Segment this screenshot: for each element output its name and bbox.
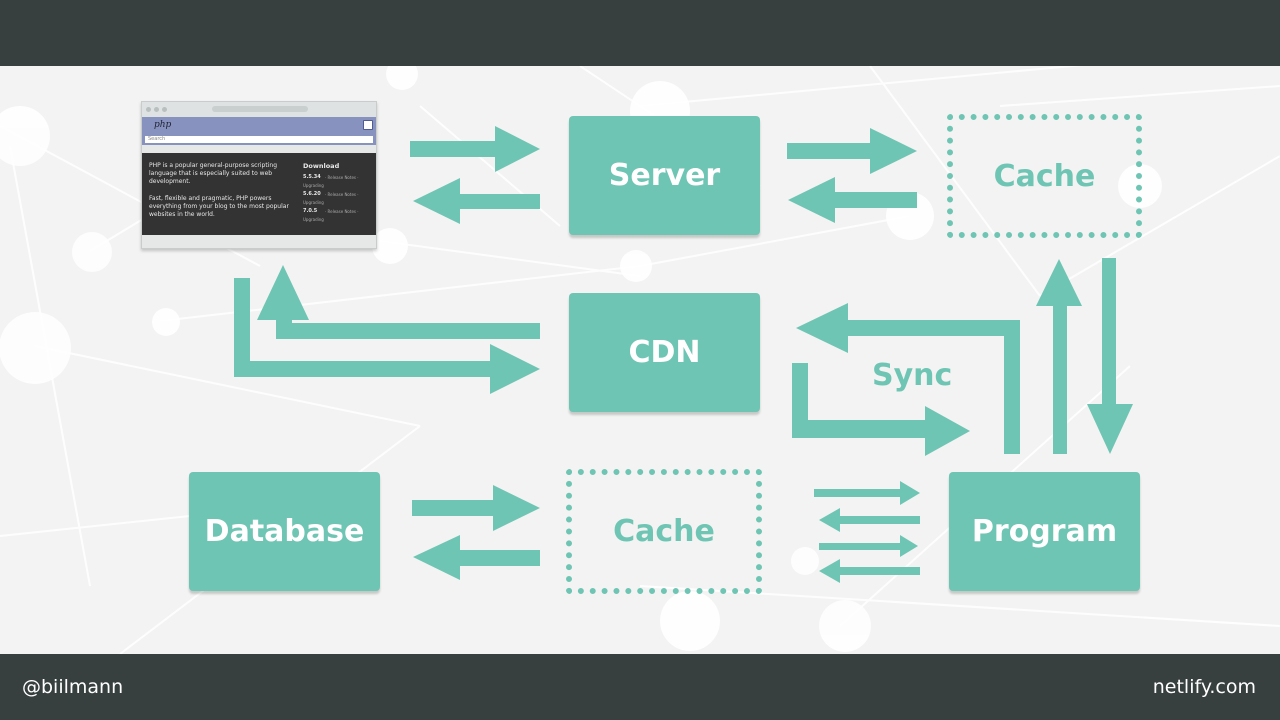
arrow-small-1	[814, 481, 920, 505]
database-node: Database	[189, 472, 380, 591]
top-bar	[0, 0, 1280, 66]
arrow-cache-to-database	[413, 535, 540, 580]
window-dot-icon	[154, 107, 159, 112]
bottom-bar	[0, 654, 1280, 720]
arrow-small-2	[819, 508, 920, 532]
arrow-small-4	[819, 559, 920, 583]
arrow-small-3	[819, 535, 918, 557]
browser-window-php-site: php Search PHP is a popular general-purp…	[141, 101, 377, 249]
upgrading-link: Upgrading	[303, 200, 324, 205]
diagram-stage: php Search PHP is a popular general-purp…	[0, 66, 1280, 654]
version-label: 7.0.5	[303, 208, 318, 214]
cache-node-top: Cache	[947, 114, 1142, 238]
program-node: Program	[949, 472, 1140, 591]
arrow-program-to-cache	[1036, 259, 1082, 454]
upgrading-link: Upgrading	[303, 217, 324, 222]
download-heading: Download	[303, 162, 340, 170]
site-url: netlify.com	[1152, 676, 1256, 698]
arrow-database-to-cache	[412, 485, 540, 531]
upgrading-link: Upgrading	[303, 183, 324, 188]
cdn-node: CDN	[569, 293, 760, 412]
arrow-cdn-to-browser	[257, 265, 540, 339]
sync-label: Sync	[872, 358, 953, 393]
php-navbar: php	[142, 117, 376, 136]
php-content: PHP is a popular general-purpose scripti…	[142, 153, 376, 235]
server-node: Server	[569, 116, 760, 235]
version-label: 5.6.20	[303, 191, 321, 197]
connection-arrows	[234, 126, 1133, 583]
release-notes-link: · Release Notes ·	[325, 192, 359, 197]
arrow-cache-to-program	[1087, 258, 1133, 454]
window-dot-icon	[146, 107, 151, 112]
arrow-browser-to-server	[410, 126, 540, 172]
search-row: Search	[142, 136, 376, 145]
window-dot-icon	[162, 107, 167, 112]
cache-node-bottom: Cache	[566, 469, 762, 594]
arrow-cache-to-server	[788, 177, 917, 223]
arrow-browser-to-cdn	[234, 278, 540, 394]
intro-paragraph-2: Fast, flexible and pragmatic, PHP powers…	[149, 195, 289, 218]
search-input: Search	[145, 136, 373, 143]
release-notes-link: · Release Notes ·	[325, 175, 359, 180]
arrow-server-to-cache	[787, 128, 917, 174]
browser-chrome	[142, 102, 376, 117]
version-label: 5.5.34	[303, 174, 321, 180]
release-notes-link: · Release Notes ·	[325, 209, 359, 214]
arrow-program-to-cdn	[796, 303, 1020, 454]
browser-url-bar	[212, 106, 308, 112]
hamburger-menu-icon	[363, 120, 373, 130]
php-logo: php	[154, 120, 172, 130]
arrow-server-to-browser	[413, 178, 540, 224]
intro-paragraph: PHP is a popular general-purpose scripti…	[149, 162, 277, 185]
arrow-cdn-to-program	[792, 363, 970, 456]
twitter-handle: @biilmann	[22, 676, 124, 698]
